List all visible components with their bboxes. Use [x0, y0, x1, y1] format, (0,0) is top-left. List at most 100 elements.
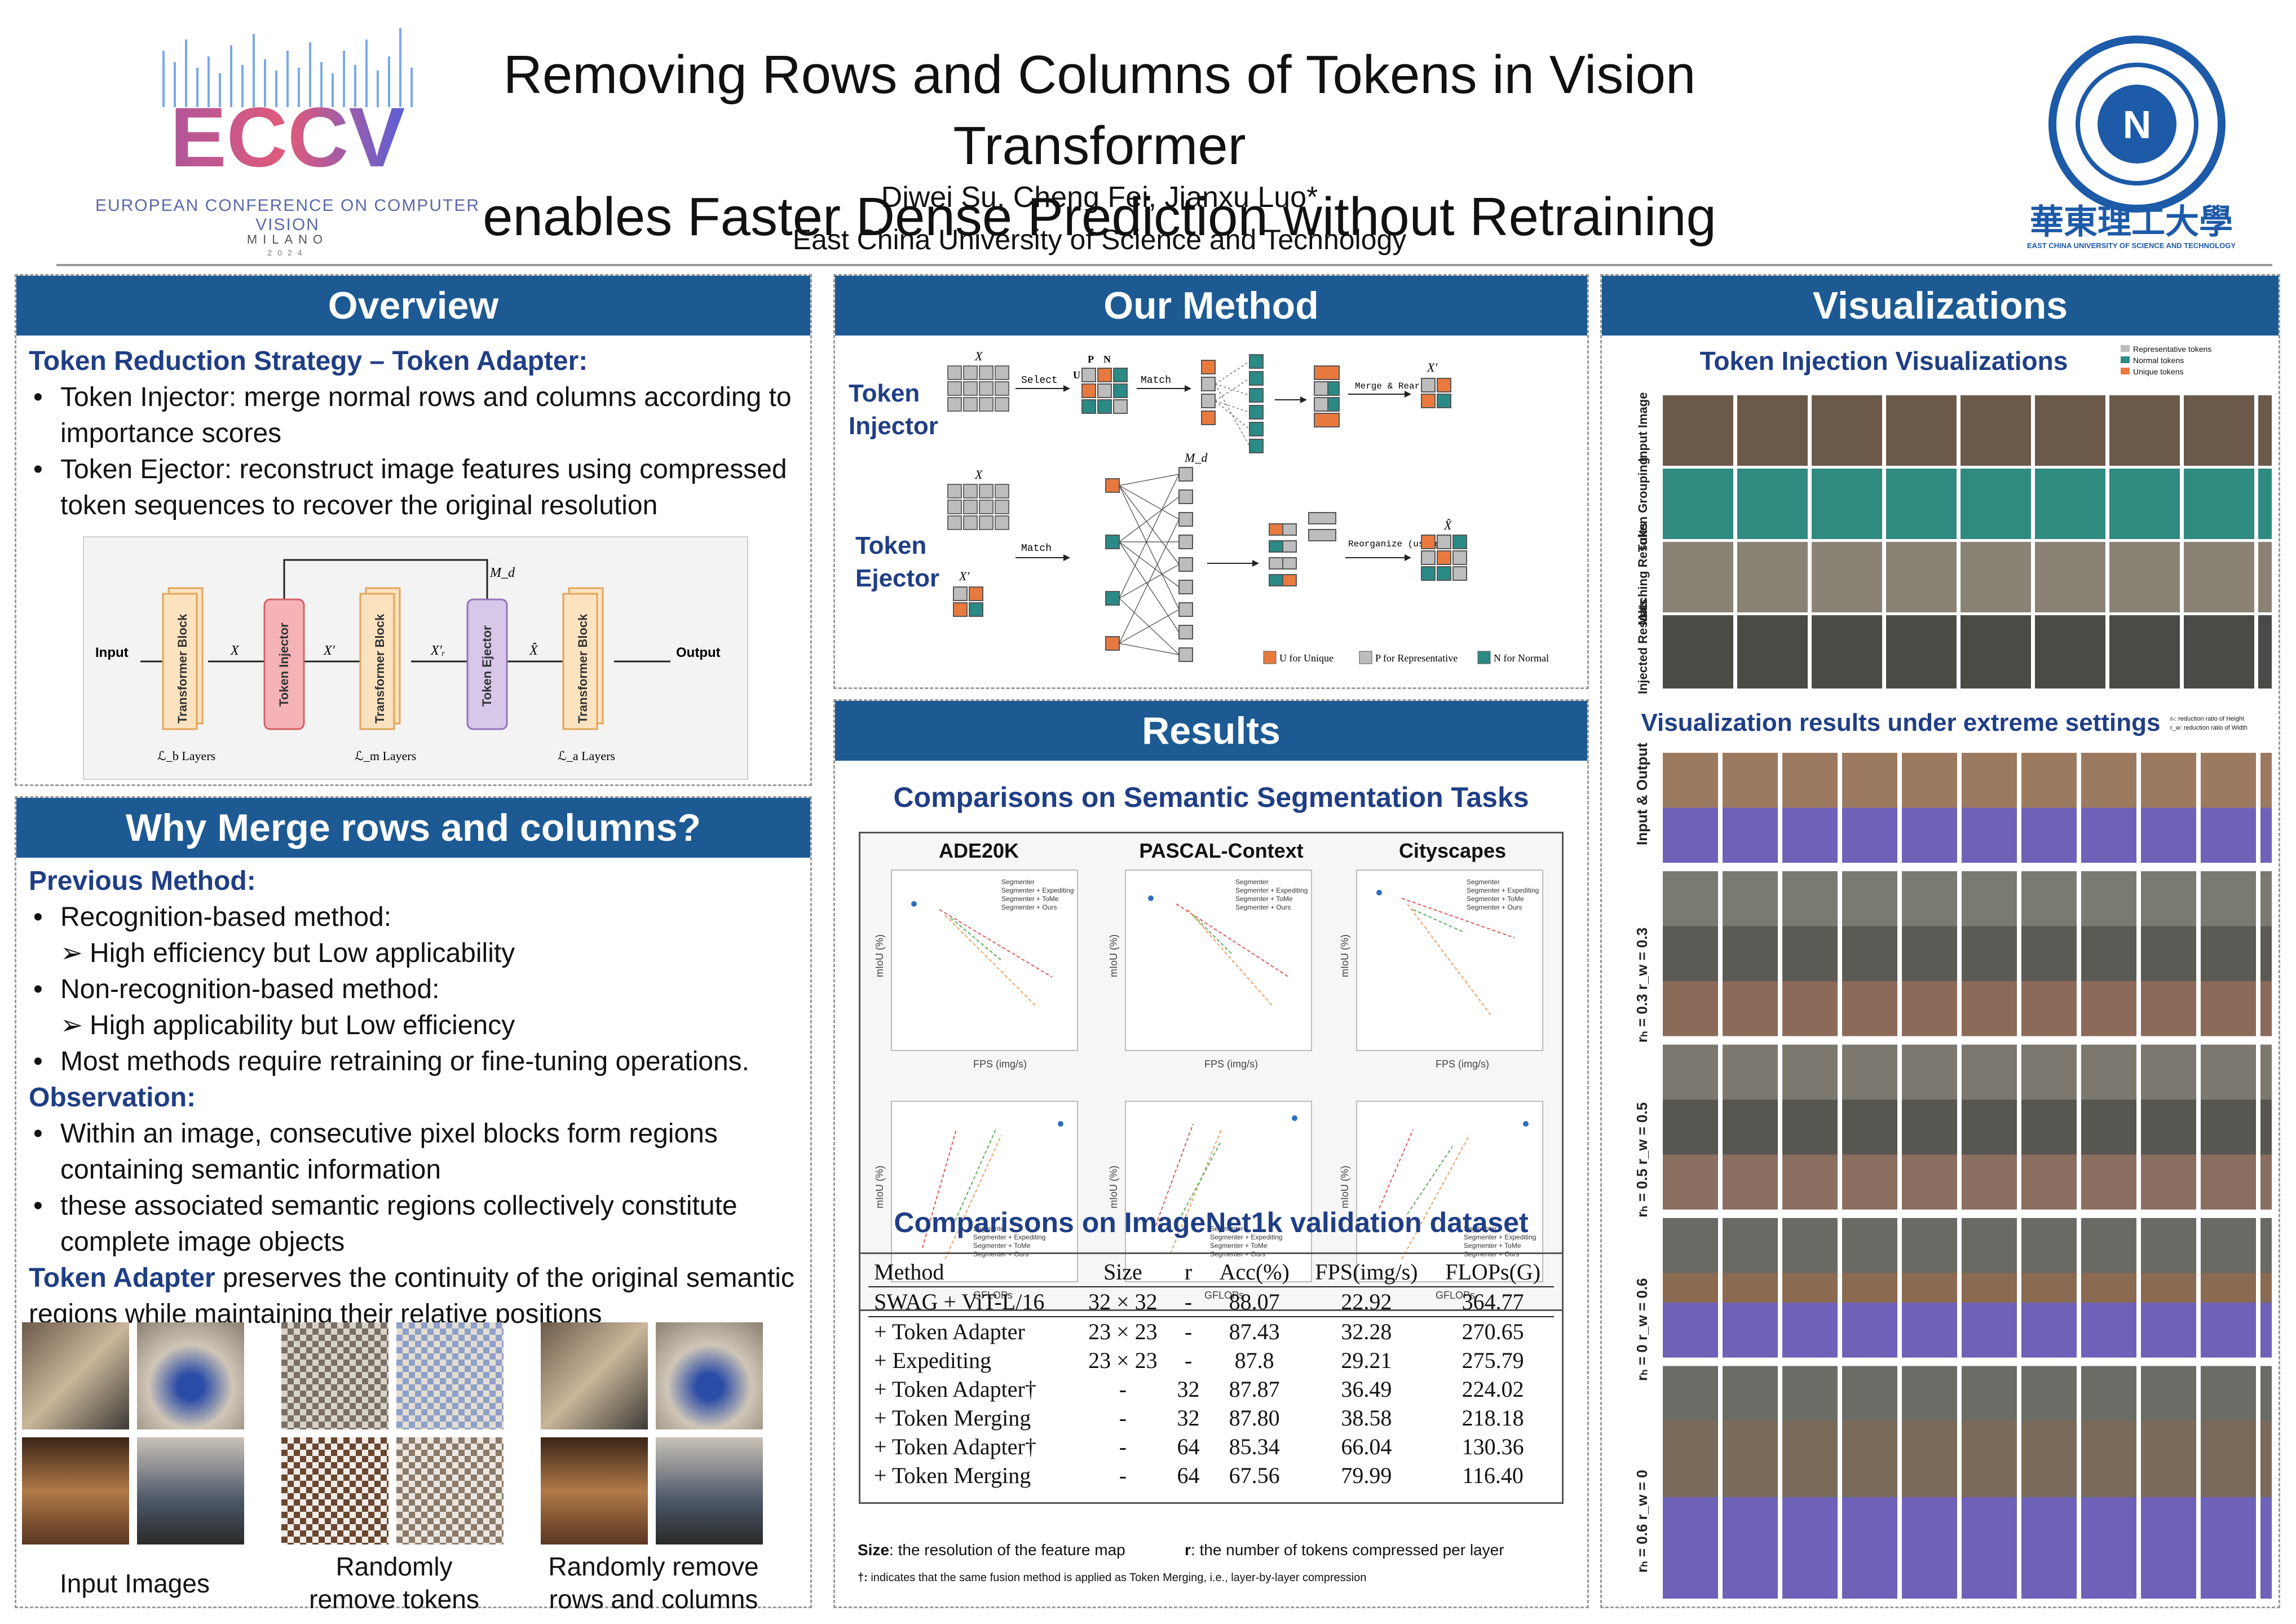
input-image-3: [22, 1437, 129, 1544]
extreme-row-label-3: rₕ = 0.5 r_w = 0.5: [1633, 1102, 1650, 1217]
injection-heading: Token Injection Visualizations: [1699, 346, 2068, 376]
extreme-grid: [1663, 753, 2272, 1599]
random-token-image-1: [281, 1322, 388, 1429]
extreme-row-label-5: rₕ = 0.6 r_w = 0: [1633, 1469, 1650, 1573]
segmentation-heading: Comparisons on Semantic Segmentation Tas…: [893, 782, 1529, 813]
svg-text:U for Unique: U for Unique: [1279, 652, 1334, 664]
svg-text:Transformer Block: Transformer Block: [576, 614, 590, 723]
svg-text:mIoU (%): mIoU (%): [1339, 934, 1350, 977]
dataset-label-pascal: PASCAL-Context: [1139, 839, 1304, 862]
why-panel: Why Merge rows and columns? Previous Met…: [15, 796, 812, 1614]
segmentation-plots: FPS (img/s) FPS (img/s) FPS (img/s) GFLO…: [874, 870, 1543, 1301]
col-r: r: [1184, 1259, 1193, 1285]
svg-text:Segmenter + Expediting: Segmenter + Expediting: [1210, 1233, 1282, 1241]
random-token-image-4: [396, 1437, 504, 1544]
conference-logo: ECCV: [62, 17, 513, 265]
title-line-2: enables Faster Dense Prediction without …: [483, 187, 1716, 247]
svg-text:Segmenter + Expediting: Segmenter + Expediting: [1235, 886, 1308, 894]
svg-text:Select: Select: [1021, 375, 1058, 386]
table-row: + Token Adapter† - 32 87.87 36.49 224.02: [874, 1376, 1524, 1402]
poster-title: Removing Rows and Columns of Tokens in V…: [451, 39, 1748, 253]
table-row: + Token Adapter† - 64 85.34 66.04 130.36: [874, 1434, 1524, 1459]
previous-method-heading: Previous Method:: [29, 866, 256, 896]
svg-text:Segmenter + Ours: Segmenter + Ours: [1001, 903, 1057, 911]
svg-text:Match: Match: [1021, 543, 1052, 554]
svg-text:FPS (img/s): FPS (img/s): [1204, 1058, 1258, 1070]
injection-row-label-4: Injected Results: [1636, 599, 1650, 694]
table-row: + Token Adapter 23 × 23 - 87.43 32.28 27…: [874, 1319, 1524, 1344]
overview-title: Overview: [16, 276, 810, 336]
random-token-image-2: [396, 1322, 504, 1429]
svg-text:FPS (img/s): FPS (img/s): [1436, 1058, 1489, 1070]
svg-text:P for Representative: P for Representative: [1375, 652, 1458, 664]
university-logo: N: [2030, 34, 2244, 248]
svg-text:Input: Input: [95, 645, 129, 660]
random-tokens-grid: [281, 1322, 507, 1548]
injection-row-label-1: Input Image: [1636, 392, 1650, 462]
input-image-4: [137, 1437, 244, 1544]
svg-text:ℒ_m Layers: ℒ_m Layers: [355, 749, 416, 763]
random-rows-grid: [541, 1322, 766, 1548]
svg-text:mIoU (%): mIoU (%): [874, 1166, 885, 1208]
caption-input-images: Input Images: [60, 1569, 210, 1598]
why-sub-recognition: High efficiency but Low applicability: [29, 935, 807, 972]
svg-text:X′ᵣ: X′ᵣ: [430, 643, 445, 658]
svg-text:N: N: [1103, 354, 1111, 365]
col-size: Size: [1103, 1259, 1142, 1285]
svg-text:Segmenter + Expediting: Segmenter + Expediting: [1467, 886, 1539, 894]
table-note-dagger: †: indicates that the same fusion method…: [858, 1572, 1367, 1584]
svg-text:mIoU (%): mIoU (%): [874, 934, 885, 977]
dataset-label-ade20k: ADE20K: [938, 839, 1019, 862]
affiliation: East China University of Science and Tec…: [792, 224, 1407, 255]
svg-text:Segmenter + Ours: Segmenter + Ours: [1235, 903, 1291, 911]
rowcol-image-4: [656, 1437, 763, 1544]
svg-text:Segmenter + Ours: Segmenter + Ours: [1464, 1250, 1519, 1258]
overview-panel: Overview Token Reduction Strategy – Toke…: [15, 274, 812, 786]
extreme-row-label-2: rₕ = 0.3 r_w = 0.3: [1633, 927, 1650, 1043]
conference-city: MILANO: [246, 232, 329, 246]
svg-text:Output: Output: [676, 645, 721, 660]
rowcol-image-1: [541, 1322, 648, 1429]
svg-text:M_d: M_d: [489, 566, 515, 580]
header-divider: [56, 264, 2272, 266]
adapter-name: Token Adapter: [29, 1263, 215, 1293]
svg-text:Token Injector: Token Injector: [277, 623, 291, 707]
svg-text:X′: X′: [1427, 360, 1438, 374]
table-row: SWAG + ViT-L/16 32 × 32 - 88.07 22.92 36…: [868, 1287, 1554, 1317]
visualizations-title: Visualizations: [1602, 276, 2279, 336]
why-title: Why Merge rows and columns?: [16, 798, 810, 858]
adapter-statement: Token Adapter preserves the continuity o…: [29, 1260, 807, 1332]
svg-text:Match: Match: [1141, 375, 1171, 386]
visualizations-panel: Visualizations Token Injection Visualiza…: [1600, 274, 2280, 1608]
rowcol-image-3: [541, 1437, 648, 1544]
input-image-1: [22, 1322, 129, 1429]
token-injector-label: Token Injector: [849, 379, 938, 440]
why-bullet-retraining: Most methods require retraining or fine-…: [29, 1044, 807, 1080]
table-note-size: Size: the resolution of the feature map: [858, 1541, 1125, 1559]
why-bullet-nonrecognition: Non-recognition-based method:: [29, 972, 807, 1008]
svg-text:Segmenter + ToMe: Segmenter + ToMe: [973, 1242, 1031, 1250]
extreme-legend: rₕ: reduction ratio of Height r_w: reduc…: [2170, 716, 2248, 731]
svg-text:Segmenter: Segmenter: [973, 1225, 1006, 1233]
extreme-row-label-1: Input & Output: [1633, 743, 1650, 845]
svg-text:Segmenter: Segmenter: [1001, 878, 1035, 886]
svg-text:Transformer Block: Transformer Block: [175, 614, 189, 723]
overview-bullet-1: Token Injector: merge normal rows and co…: [29, 379, 807, 452]
svg-text:Segmenter + Expediting: Segmenter + Expediting: [973, 1233, 1045, 1241]
observation-bullet-1: Within an image, consecutive pixel block…: [29, 1116, 807, 1188]
col-method: Method: [874, 1259, 944, 1285]
university-logo-cn: 華東理工大學: [2030, 202, 2233, 242]
svg-text:Segmenter + Expediting: Segmenter + Expediting: [1001, 886, 1074, 894]
svg-text:Segmenter + ToMe: Segmenter + ToMe: [1467, 895, 1524, 903]
dataset-label-cityscapes: Cityscapes: [1398, 839, 1507, 862]
imagenet-table: Method Size r Acc(%) FPS(img/s) FLOPs(G)…: [859, 1252, 1564, 1504]
results-title: Results: [835, 701, 1587, 761]
observation-heading: Observation:: [29, 1083, 196, 1113]
token-ejector-label: Token Ejector: [855, 532, 940, 592]
overview-text: Token Reduction Strategy – Token Adapter…: [29, 343, 807, 524]
svg-text:GFLOPs: GFLOPs: [973, 1290, 1013, 1301]
svg-text:Segmenter + Ours: Segmenter + Ours: [1210, 1250, 1265, 1258]
method-title: Our Method: [835, 276, 1587, 336]
table-note-r: r: the number of tokens compressed per l…: [1185, 1541, 1504, 1559]
eccv-logo-text: ECCV: [170, 90, 405, 184]
